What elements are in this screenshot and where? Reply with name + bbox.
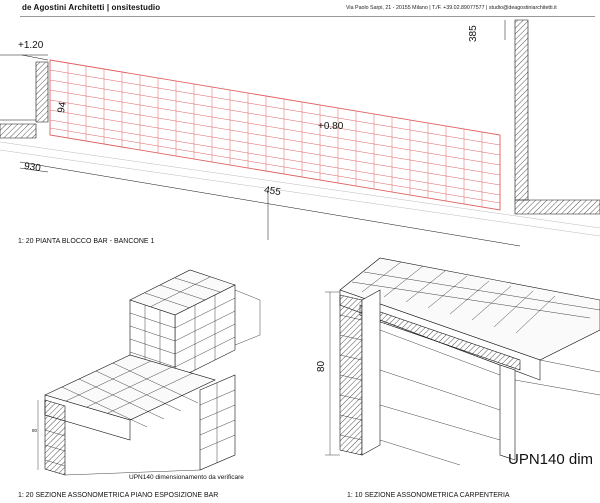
- brand-separator: |: [104, 3, 112, 12]
- iso-right-dim-80: 80: [316, 360, 327, 372]
- plan-walls: [0, 19, 600, 237]
- studio-contact: Via Paolo Sarpi, 21 - 20155 Milano | T./…: [346, 5, 557, 11]
- studio-sub: onsitestudio: [111, 3, 161, 12]
- dim-level-mid: +0.80: [318, 121, 344, 132]
- studio-name: de Agostini Architetti: [22, 3, 105, 12]
- iso-left-caption: 1: 20 SEZIONE ASSONOMETRICA PIANO ESPOSI…: [18, 492, 219, 499]
- iso-left-note: UPN140 dimensionamento da verificare: [129, 474, 244, 481]
- studio-brand: de Agostini Architetti | onsitestudio: [22, 3, 160, 12]
- plan-caption: 1: 20 PIANTA BLOCCO BAR - BANCONE 1: [18, 238, 155, 245]
- dim-level-top: +1.20: [18, 40, 44, 51]
- plan-dimension-lines: [0, 20, 521, 247]
- header-rule: [20, 16, 595, 17]
- iso-left-dim-80: 80: [32, 428, 38, 433]
- plan-counter-tiles: [49, 59, 501, 211]
- iso-right-caption: 1: 10 SEZIONE ASSONOMETRICA CARPENTERIA: [347, 492, 510, 499]
- iso-right-note: UPN140 dim: [508, 451, 594, 468]
